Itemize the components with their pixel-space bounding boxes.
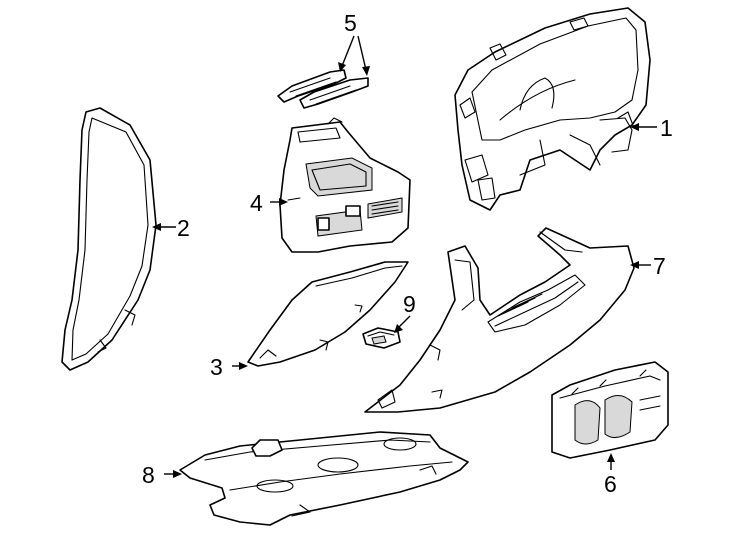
callout-4-number: 4 <box>250 190 263 216</box>
callout-1: 1 <box>630 115 673 141</box>
callout-1-number: 1 <box>660 115 673 141</box>
callout-6: 6 <box>604 453 617 497</box>
part-8-floor-tray[interactable] <box>179 431 469 526</box>
part-3-lower-panel[interactable] <box>247 261 409 367</box>
callout-9: 9 <box>394 291 416 333</box>
part-5-trim-strips[interactable] <box>277 69 369 109</box>
callout-8-number: 8 <box>142 462 155 488</box>
callout-2-number: 2 <box>177 215 190 241</box>
callout-3-number: 3 <box>210 354 223 380</box>
part-6-cupholder[interactable] <box>551 361 669 459</box>
callout-8: 8 <box>142 462 182 488</box>
callout-7: 7 <box>630 253 666 279</box>
callout-4: 4 <box>250 190 288 216</box>
callout-5-number: 5 <box>344 10 357 36</box>
callout-5: 5 <box>338 10 370 76</box>
callout-3: 3 <box>210 354 248 380</box>
callout-6-number: 6 <box>604 471 617 497</box>
part-1-instrument-cluster[interactable] <box>454 7 651 211</box>
callout-9-number: 9 <box>403 291 416 317</box>
callout-2: 2 <box>152 215 190 241</box>
part-7-floor-console[interactable] <box>364 227 635 413</box>
part-9-switch[interactable] <box>362 327 401 349</box>
part-2-trim-panel[interactable] <box>61 107 157 371</box>
part-4-center-bezel[interactable] <box>279 117 411 253</box>
callout-7-number: 7 <box>653 253 666 279</box>
